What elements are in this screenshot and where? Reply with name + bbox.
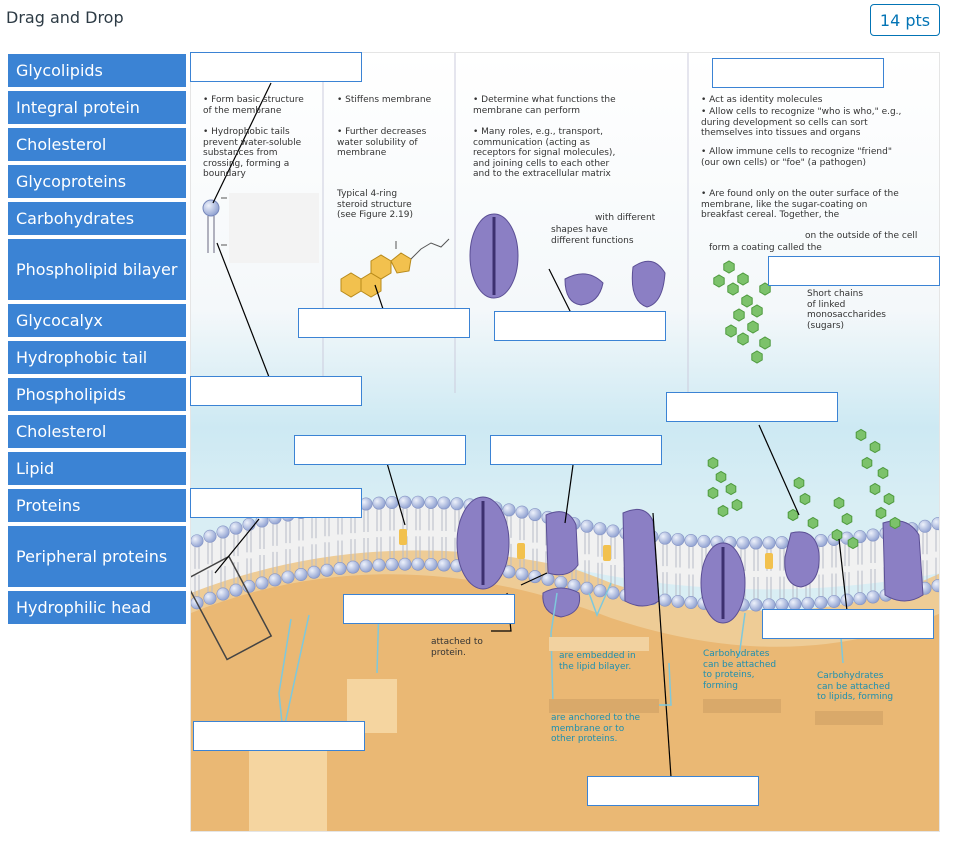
col3-text-2: • Many roles, e.g., transport, communica… <box>473 127 616 179</box>
col3-text-4: shapes have different functions <box>551 225 634 246</box>
col2-text-2: • Further decreases water solubility of … <box>337 127 427 158</box>
page-title: Drag and Drop <box>6 8 124 27</box>
drop-target-7[interactable] <box>666 392 838 422</box>
lower-text-anchored: are anchored to the membrane or to other… <box>551 713 641 744</box>
drop-target-1[interactable] <box>190 52 362 82</box>
col1-text-2: • Hydrophobic tails prevent water-solubl… <box>203 127 302 179</box>
col4-text-4: • Are found only on the outer surface of… <box>701 189 899 220</box>
drop-target-13[interactable] <box>193 721 365 751</box>
chip-carbohydrates[interactable]: Carbohydrates <box>8 202 186 235</box>
chip-proteins[interactable]: Proteins <box>8 489 186 522</box>
chip-glycocalyx[interactable]: Glycocalyx <box>8 304 186 337</box>
col4-text-1: • Act as identity molecules <box>701 95 823 105</box>
drop-target-2[interactable] <box>712 58 884 88</box>
chip-phospholipids[interactable]: Phospholipids <box>8 378 186 411</box>
lower-text-embedded: are embedded in the lipid bilayer. <box>559 651 636 672</box>
col2-text-1: • Stiffens membrane <box>337 95 432 105</box>
lower-text-attached: attached to protein. <box>431 637 483 658</box>
chip-hydrophilic-head[interactable]: Hydrophilic head <box>8 591 186 624</box>
col4-text-2: • Allow cells to recognize "who is who,"… <box>701 107 902 138</box>
drop-target-11[interactable] <box>343 594 515 624</box>
drop-target-14[interactable] <box>587 776 759 806</box>
chip-phospholipid-bilayer[interactable]: Phospholipid bilayer <box>8 239 186 300</box>
membrane-illustration <box>191 53 939 831</box>
col4-text-5: on the outside of the cell <box>805 231 918 241</box>
drop-target-12[interactable] <box>762 609 934 639</box>
col2-text-3: Typical 4-ring steroid structure (see Fi… <box>337 189 414 220</box>
chip-lipid[interactable]: Lipid <box>8 452 186 485</box>
col1-text-1: • Form basic structure of the membrane <box>203 95 304 116</box>
chip-hydrophobic-tail[interactable]: Hydrophobic tail <box>8 341 186 374</box>
lower-text-carbo-protein: Carbohydrates can be attached to protein… <box>703 649 777 691</box>
col4-text-6: form a coating called the <box>709 243 822 253</box>
drop-target-10[interactable] <box>190 488 362 518</box>
chip-cholesterol-2[interactable]: Cholesterol <box>8 415 186 448</box>
drop-target-5[interactable] <box>494 311 666 341</box>
col4-text-7: Short chains of linked monosaccharides (… <box>807 289 886 331</box>
drop-target-3[interactable] <box>768 256 940 286</box>
points-badge: 14 pts <box>870 4 940 36</box>
drop-target-8[interactable] <box>294 435 466 465</box>
col4-text-3: • Allow immune cells to recognize "frien… <box>701 147 892 168</box>
membrane-figure: • Form basic structure of the membrane •… <box>190 52 940 832</box>
chip-cholesterol[interactable]: Cholesterol <box>8 128 186 161</box>
chip-peripheral-proteins[interactable]: Peripheral proteins <box>8 526 186 587</box>
answer-bank: Glycolipids Integral protein Cholesterol… <box>8 54 186 628</box>
col3-text-3: with different <box>595 213 656 223</box>
lower-text-carbo-lipid: Carbohydrates can be attached to lipids,… <box>817 671 894 702</box>
chip-glycolipids[interactable]: Glycolipids <box>8 54 186 87</box>
chip-glycoproteins[interactable]: Glycoproteins <box>8 165 186 198</box>
drop-target-9[interactable] <box>490 435 662 465</box>
drop-target-6[interactable] <box>190 376 362 406</box>
chip-integral-protein[interactable]: Integral protein <box>8 91 186 124</box>
col3-text-1: • Determine what functions the membrane … <box>473 95 616 116</box>
drop-target-4[interactable] <box>298 308 470 338</box>
